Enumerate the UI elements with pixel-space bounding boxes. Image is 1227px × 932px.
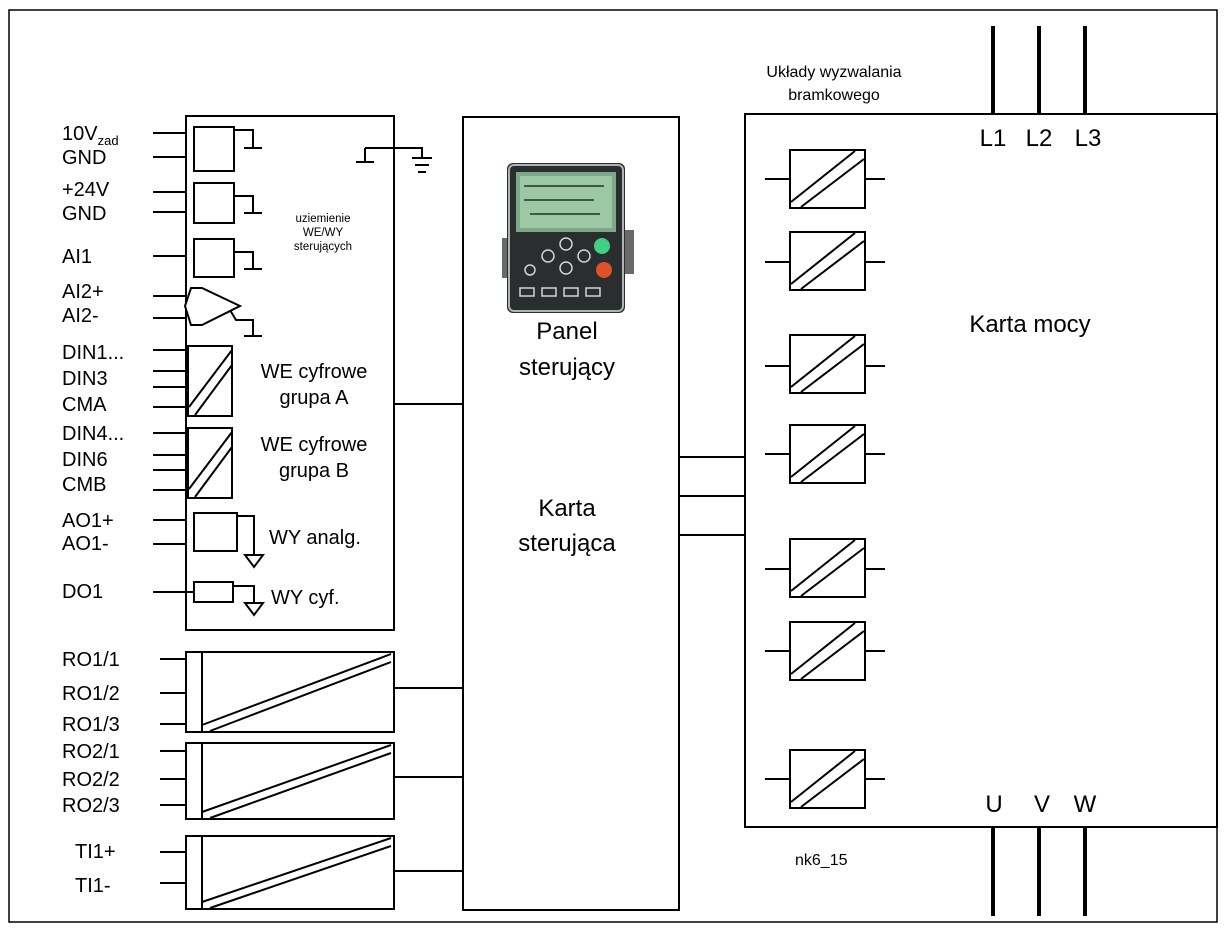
- control-card-label-line1: Karta: [538, 495, 596, 522]
- label-cmb: CMB: [62, 474, 106, 496]
- control-card-label-line2: sterująca: [518, 530, 616, 557]
- label-ro2-2: RO2/2: [62, 769, 120, 791]
- gate-drivers-label-line2: bramkowego: [788, 87, 880, 104]
- terminal-l2: L2: [1026, 125, 1053, 152]
- label-ro2-3: RO2/3: [62, 795, 120, 817]
- label-ao1-plus: AO1+: [62, 510, 114, 532]
- terminal-l1: L1: [980, 125, 1007, 152]
- motor-output-lines: [993, 827, 1085, 916]
- digital-group-a-label-line1: WE cyfrowe: [261, 361, 368, 383]
- digital-group-b-label-line2: grupa B: [279, 460, 349, 482]
- label-ao1-minus: AO1-: [62, 533, 109, 555]
- label-ro1-2: RO1/2: [62, 683, 120, 705]
- digital-output-label: WY cyf.: [271, 587, 340, 609]
- ground-label-line3: sterujących: [294, 241, 352, 253]
- panel-label-line2: sterujący: [519, 354, 615, 381]
- label-do1: DO1: [62, 581, 103, 603]
- label-ro1-1: RO1/1: [62, 649, 120, 671]
- label-ro1-3: RO1/3: [62, 714, 120, 736]
- keypad-panel-icon: [502, 163, 634, 313]
- digital-input-group-a: [153, 346, 232, 416]
- label-ai2-plus: AI2+: [62, 281, 104, 303]
- label-gnd-2: GND: [62, 203, 106, 225]
- power-card-title: Karta mocy: [969, 311, 1090, 338]
- analog-output-label: WY analg.: [269, 527, 361, 549]
- relay-ro2: [160, 743, 394, 819]
- gate-drivers-label-line1: Układy wyzwalania: [766, 64, 901, 81]
- relay-ro1: [160, 652, 394, 732]
- digital-group-b-label-line1: WE cyfrowe: [261, 434, 368, 456]
- label-din1: DIN1...: [62, 342, 124, 364]
- label-24v: +24V: [62, 179, 110, 201]
- label-gnd-1: GND: [62, 147, 106, 169]
- label-din3: DIN3: [62, 368, 108, 390]
- terminal-w: W: [1074, 791, 1097, 818]
- label-din6: DIN6: [62, 449, 108, 471]
- terminal-l3: L3: [1075, 125, 1102, 152]
- label-ro2-1: RO2/1: [62, 741, 120, 763]
- mains-input-lines: [993, 26, 1085, 114]
- label-ai1: AI1: [62, 246, 92, 268]
- label-10v: 10Vzad: [62, 123, 119, 148]
- figure-id: nk6_15: [795, 852, 848, 869]
- ground-label-line1: uziemienie: [296, 213, 351, 225]
- digital-input-group-b: [153, 428, 232, 498]
- panel-label-line1: Panel: [536, 318, 597, 345]
- label-ti1-plus: TI1+: [75, 841, 116, 863]
- label-ai2-minus: AI2-: [62, 305, 99, 327]
- terminal-u: U: [985, 791, 1002, 818]
- digital-group-a-label-line2: grupa A: [280, 387, 350, 409]
- terminal-v: V: [1034, 791, 1050, 818]
- thermistor-input: [160, 836, 394, 909]
- label-cma: CMA: [62, 394, 107, 416]
- label-ti1-minus: TI1-: [75, 875, 111, 897]
- ground-label-line2: WE/WY: [303, 227, 344, 239]
- label-din4: DIN4...: [62, 423, 124, 445]
